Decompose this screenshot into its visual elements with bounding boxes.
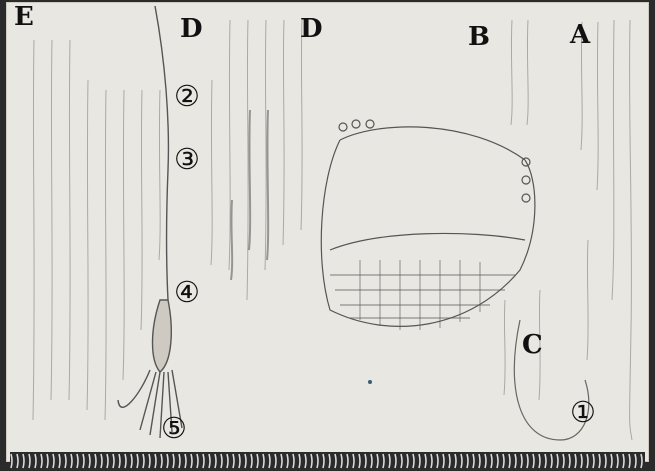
marker-5: ⑤ xyxy=(161,414,187,443)
handwritten-column xyxy=(105,90,106,420)
handwritten-column xyxy=(265,20,266,270)
float xyxy=(339,123,347,131)
float xyxy=(352,120,360,128)
marker-4: ④ xyxy=(174,278,200,307)
handwritten-column xyxy=(123,90,124,380)
handwritten-column xyxy=(630,20,632,440)
ink-column xyxy=(249,110,250,250)
float xyxy=(522,194,530,202)
marker-2: ② xyxy=(174,82,200,111)
handwritten-column xyxy=(211,80,212,265)
handwritten-column xyxy=(527,20,528,125)
marker-3: ③ xyxy=(174,145,200,174)
handwritten-column xyxy=(301,20,302,230)
fishing-line xyxy=(155,6,168,300)
net-mesh-vertical xyxy=(360,260,480,330)
spiral-binding xyxy=(10,452,645,470)
handwritten-column xyxy=(51,40,52,400)
net-mesh xyxy=(330,275,515,318)
handwritten-column xyxy=(159,90,160,260)
handwritten-column xyxy=(587,240,588,360)
handwritten-column xyxy=(597,22,598,190)
ink-column xyxy=(267,110,268,260)
handwritten-column xyxy=(511,20,512,125)
handwritten-column xyxy=(141,90,142,330)
handwritten-column xyxy=(283,20,284,245)
label-D-left: D xyxy=(180,14,203,44)
float xyxy=(366,120,374,128)
label-B: B xyxy=(468,22,490,52)
marker-1: ① xyxy=(570,398,596,427)
label-E: E xyxy=(14,2,34,32)
label-C: C xyxy=(522,330,543,360)
handwritten-column xyxy=(504,300,505,395)
float xyxy=(522,176,530,184)
handwritten-column xyxy=(33,40,34,420)
handwritten-column xyxy=(247,20,248,300)
handwritten-column xyxy=(229,20,230,270)
label-D-right: D xyxy=(300,14,323,44)
lure-body xyxy=(153,300,172,372)
label-A: A xyxy=(570,20,590,50)
blue-dot xyxy=(368,380,372,384)
net-water xyxy=(330,233,525,250)
handwritten-column xyxy=(612,20,614,300)
handwritten-column xyxy=(87,80,88,410)
net-top xyxy=(340,127,525,160)
handwritten-column xyxy=(69,40,70,400)
ink-column xyxy=(231,200,232,280)
